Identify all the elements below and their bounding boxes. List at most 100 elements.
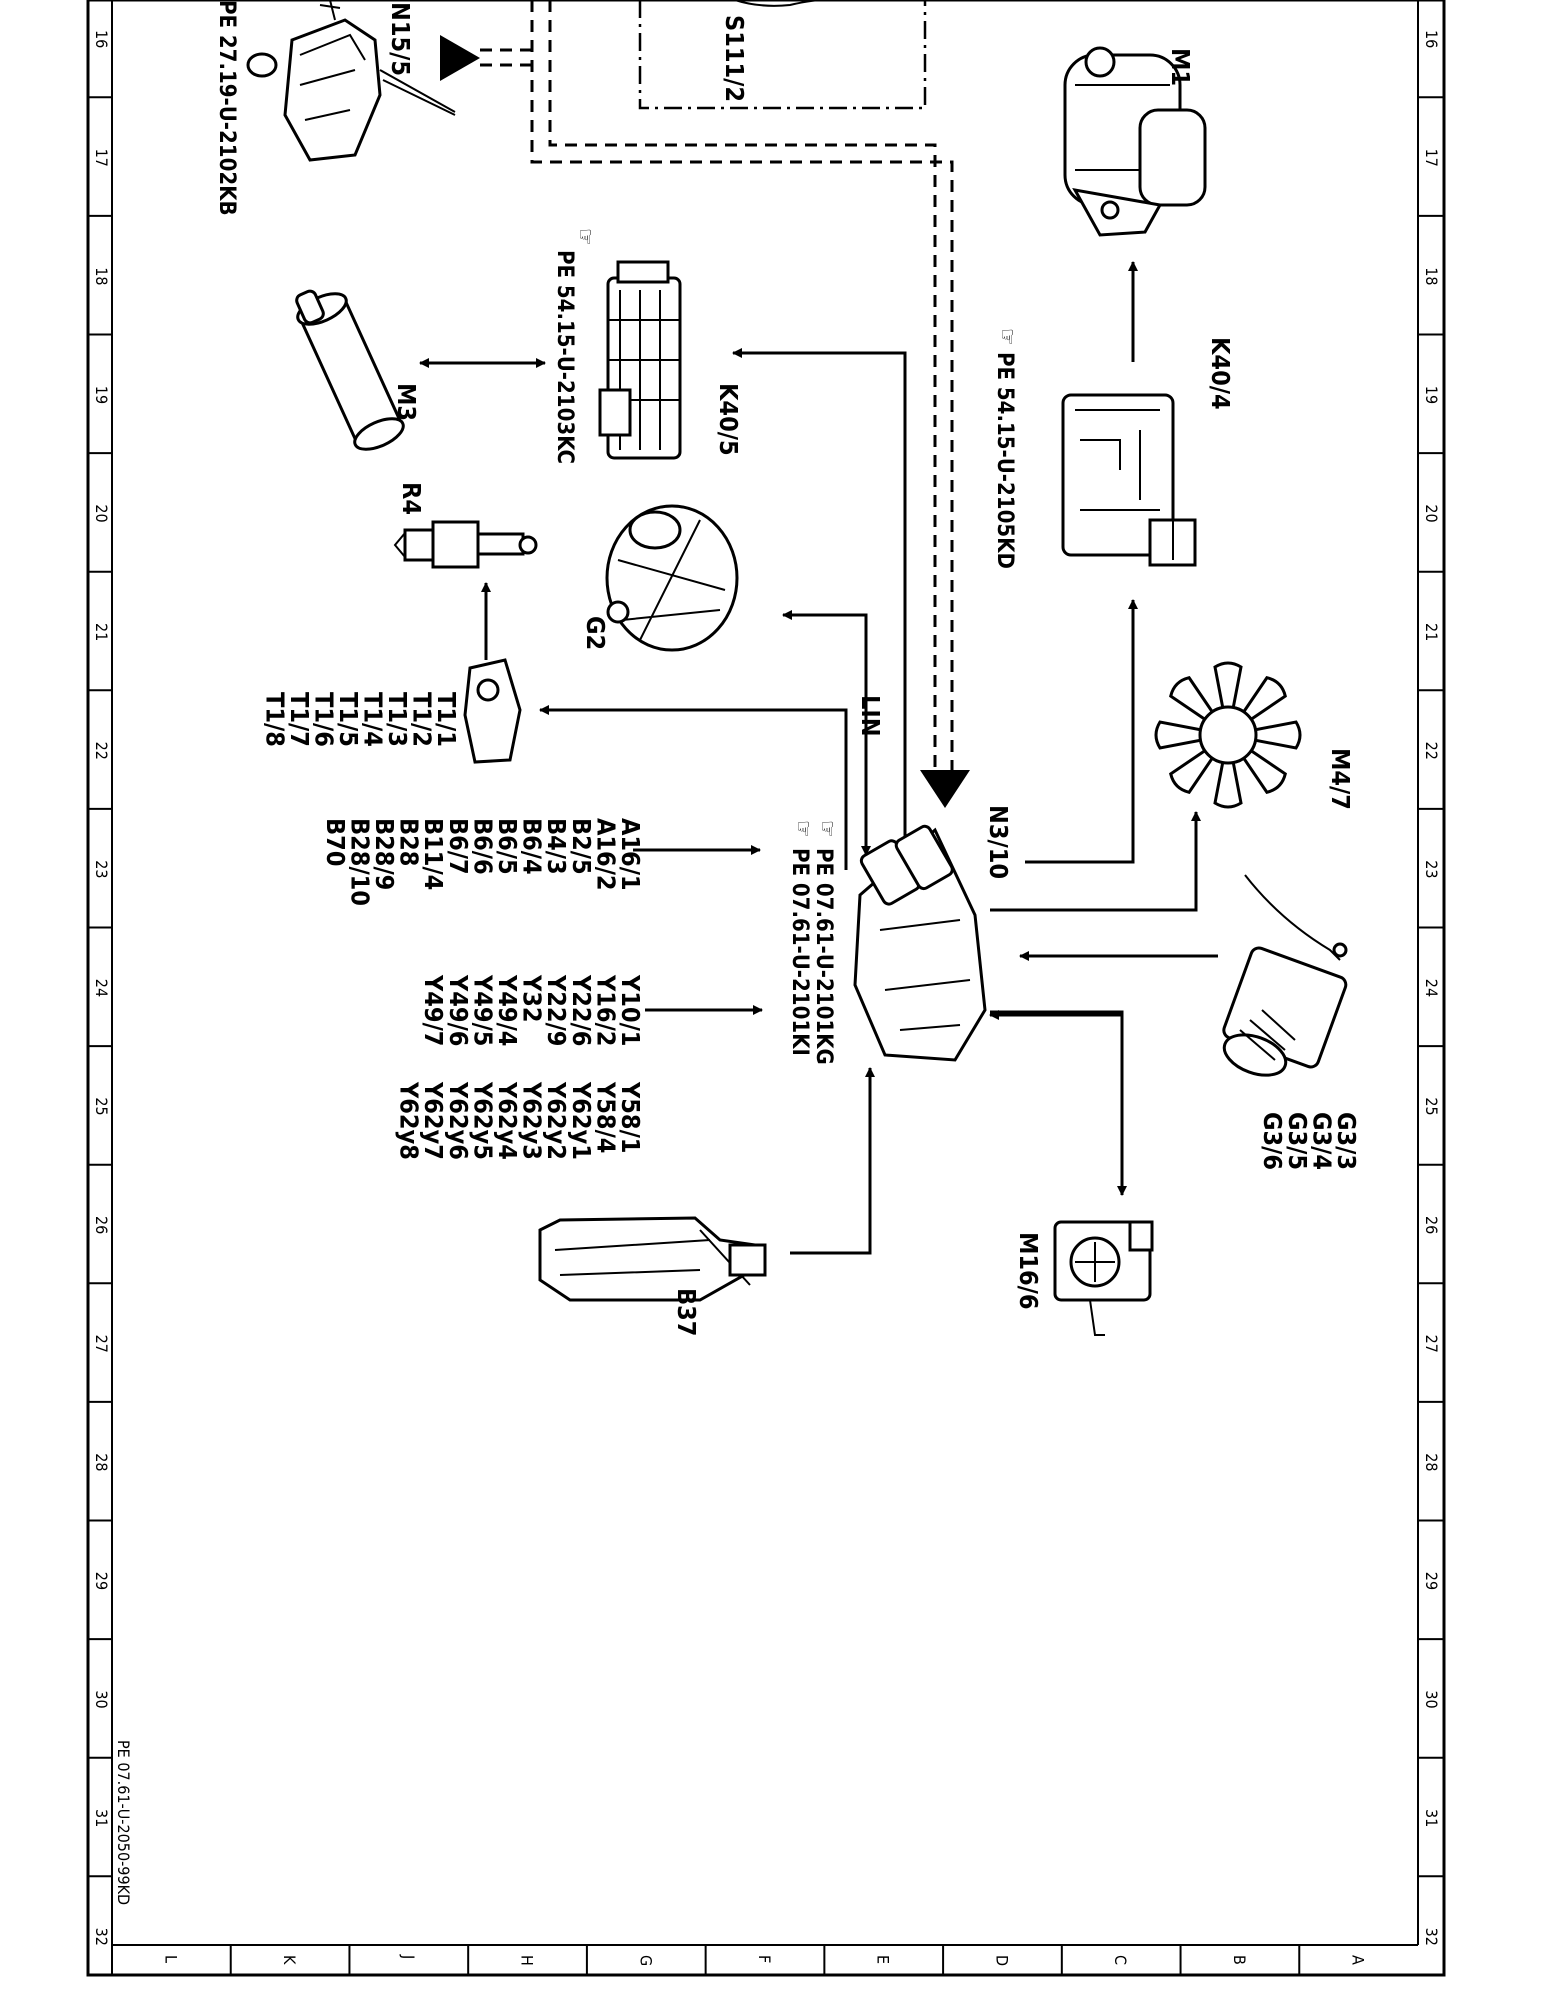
valve-labels-column-1: Y10/1Y16/2Y22/6Y22/9Y32Y49/4Y49/5Y49/6Y4… <box>419 974 645 1046</box>
row-number: 31 <box>1422 1809 1441 1827</box>
column-letter: G <box>636 1955 655 1966</box>
n3-10-ref-2: PE 07.61-U-2101KI <box>787 848 812 1056</box>
valve-label: Y22/9 <box>542 974 571 1046</box>
column-letter: J <box>399 1954 418 1959</box>
valve-label: Y32 <box>518 974 547 1023</box>
ignition-coil <box>463 658 522 764</box>
ignition-terminal-label: T1/2 <box>408 692 437 747</box>
labels-layer: N15/5 PE 27.19-U-2102KB S111/2 M1 K40/5 … <box>114 0 1361 1905</box>
k40-4-relay-module <box>1061 393 1197 567</box>
column-letter: D <box>992 1955 1011 1966</box>
m4-7-fan <box>1154 661 1302 809</box>
n3-10-label: N3/10 <box>984 805 1013 879</box>
valve-label: Y62y5 <box>468 1081 497 1160</box>
valve-label: Y62y6 <box>444 1081 473 1160</box>
valve-label: Y49/4 <box>493 974 522 1046</box>
row-number: 26 <box>1422 1216 1441 1234</box>
column-letter: K <box>280 1955 299 1965</box>
b37-label: B37 <box>672 1288 701 1336</box>
sensor-label: B11/4 <box>419 818 448 890</box>
sensor-label: B4/3 <box>542 818 571 875</box>
valve-label: Y62y7 <box>419 1081 448 1160</box>
valve-label: Y62y8 <box>395 1081 424 1160</box>
sensor-label: B70 <box>321 818 350 866</box>
valve-labels-column-2: Y58/1Y58/4Y62y1Y62y2Y62y3Y62y4Y62y5Y62y6… <box>395 1081 645 1160</box>
row-number: 17 <box>1422 149 1441 167</box>
valve-label: Y62y2 <box>542 1081 571 1160</box>
n15-5-label: N15/5 <box>386 2 415 76</box>
lin-label: LIN <box>856 695 885 737</box>
column-letter: C <box>1111 1955 1130 1965</box>
row-number: 22 <box>92 742 111 760</box>
row-number: 27 <box>1422 1335 1441 1353</box>
row-number: 24 <box>1422 979 1441 997</box>
g3-oxygen-sensor <box>1222 874 1348 1077</box>
column-letter: A <box>1349 1955 1368 1965</box>
row-number: 27 <box>92 1335 111 1353</box>
n3-10-ref-icon-2: ☞ <box>790 820 815 838</box>
valve-label: Y62y1 <box>567 1081 596 1160</box>
g2-label: G2 <box>581 616 610 650</box>
row-number: 29 <box>1422 1572 1441 1590</box>
ignition-terminal-label: T1/1 <box>432 692 461 747</box>
row-number: 28 <box>92 1453 111 1471</box>
valve-label: Y49/5 <box>468 974 497 1046</box>
row-number: 29 <box>92 1572 111 1590</box>
row-number: 16 <box>1422 30 1441 48</box>
m1-label: M1 <box>1166 48 1195 86</box>
m16-6-label: M16/6 <box>1014 1232 1043 1310</box>
row-number: 25 <box>1422 1097 1441 1115</box>
ignition-terminal-label: T1/6 <box>310 692 339 747</box>
valve-label: Y22/6 <box>567 974 596 1046</box>
m3-label: M3 <box>392 383 421 421</box>
ignition-terminal-label: T1/8 <box>261 692 290 747</box>
valve-label: Y10/1 <box>616 974 645 1046</box>
g3-label: G3/5 <box>1283 1112 1312 1170</box>
row-number: 18 <box>92 267 111 285</box>
row-number: 24 <box>92 979 111 997</box>
row-number: 23 <box>92 860 111 878</box>
sensor-label: B28/10 <box>345 818 374 906</box>
column-letter: B <box>1230 1955 1249 1965</box>
row-number: 28 <box>1422 1453 1441 1471</box>
row-number: 19 <box>92 386 111 404</box>
sensor-labels: A16/1A16/2B2/5B4/3B6/4B6/5B6/6B6/7B11/4B… <box>321 818 645 906</box>
k40-5-fusebox <box>598 260 682 460</box>
row-number: 31 <box>92 1809 111 1827</box>
row-number: 30 <box>92 1690 111 1708</box>
g3-label: G3/3 <box>1332 1112 1361 1170</box>
sensor-label: B28 <box>395 818 424 866</box>
row-number: 25 <box>92 1097 111 1115</box>
s111-2-component <box>734 0 840 7</box>
row-number: 20 <box>92 504 111 522</box>
r4-spark-plug <box>393 520 538 569</box>
footer-reference: PE 07.61-U-2050-99KD <box>114 1740 133 1905</box>
valve-label: Y16/2 <box>591 974 620 1046</box>
b37-accelerator-pedal <box>538 1216 767 1302</box>
m3-fuel-pump <box>295 289 405 451</box>
column-letter: E <box>874 1955 893 1964</box>
sensor-label: B6/5 <box>493 818 522 875</box>
sensor-label: B2/5 <box>567 818 596 875</box>
row-number: 16 <box>92 30 111 48</box>
sensor-label: B6/7 <box>444 818 473 875</box>
sensor-label: A16/1 <box>616 818 645 891</box>
m16-6-throttle-actuator <box>1053 1220 1154 1336</box>
row-number: 17 <box>92 149 111 167</box>
g3-label: G3/6 <box>1258 1112 1287 1170</box>
k40-5-ref-icon: ☞ <box>572 228 597 246</box>
g2-alternator <box>605 504 739 652</box>
g3-labels: G3/3G3/4G3/5G3/6 <box>1258 1112 1361 1170</box>
valve-label: Y62y4 <box>493 1081 522 1160</box>
r4-label: R4 <box>397 482 426 515</box>
valve-label: Y58/4 <box>591 1081 620 1153</box>
n3-10-ref-1: PE 07.61-U-2101KG <box>811 848 836 1065</box>
sheet-frame <box>86 0 1446 1977</box>
row-number: 18 <box>1422 267 1441 285</box>
valve-label: Y49/7 <box>419 974 448 1046</box>
row-number: 32 <box>1422 1928 1441 1946</box>
row-number: 21 <box>92 623 111 641</box>
